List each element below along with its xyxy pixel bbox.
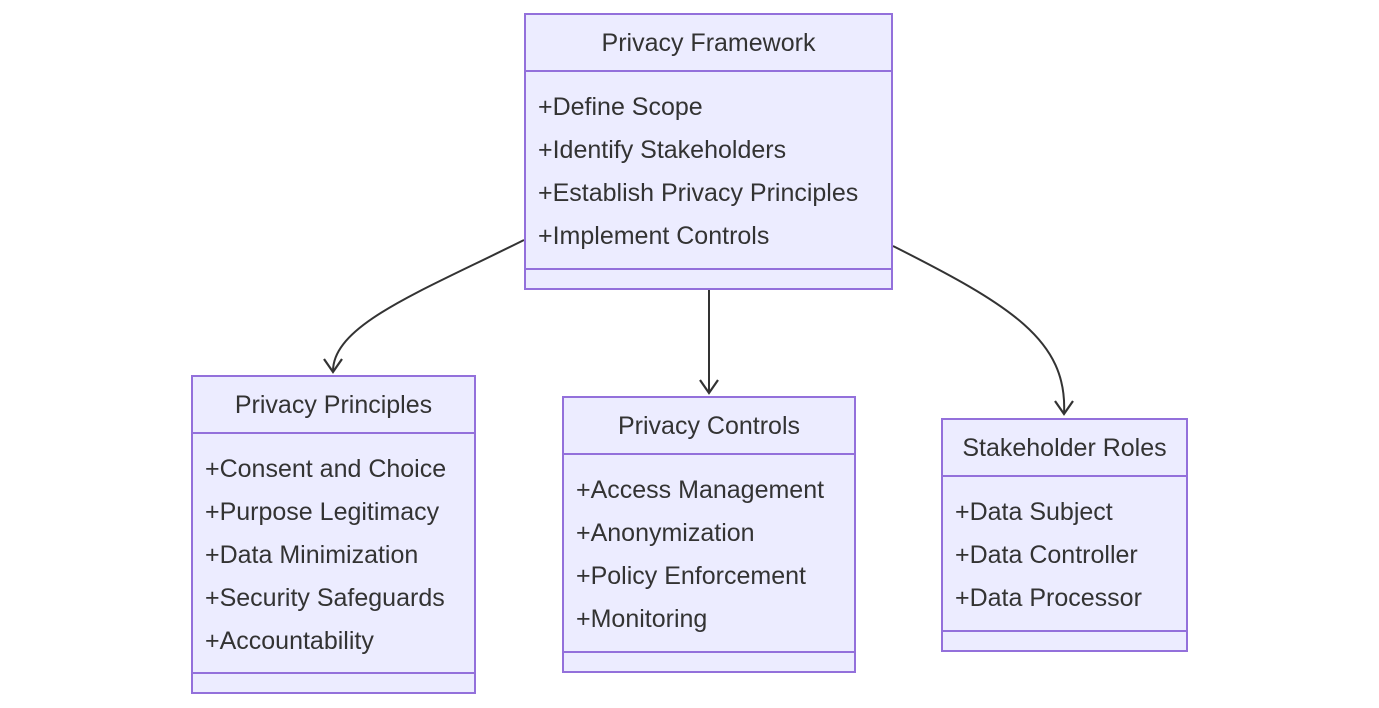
member-item: +Accountability	[205, 627, 374, 655]
class-title: Privacy Framework	[526, 15, 891, 72]
member-item: +Anonymization	[576, 519, 755, 547]
class-members: +Data Subject +Data Controller +Data Pro…	[943, 477, 1186, 620]
member-item: +Data Subject	[955, 498, 1113, 526]
class-methods-section	[526, 268, 891, 288]
member-item: +Purpose Legitimacy	[205, 498, 440, 526]
class-members: +Consent and Choice +Purpose Legitimacy …	[193, 434, 474, 663]
edge-framework-to-roles	[892, 245, 1066, 415]
class-node-stakeholder-roles[interactable]: Stakeholder Roles +Data Subject +Data Co…	[941, 418, 1188, 652]
class-node-privacy-controls[interactable]: Privacy Controls +Access Management +Ano…	[562, 396, 856, 673]
member-item: +Monitoring	[576, 605, 708, 633]
member-item: +Consent and Choice	[205, 455, 447, 483]
class-members: +Access Management +Anonymization +Polic…	[564, 455, 854, 641]
class-node-privacy-framework[interactable]: Privacy Framework +Define Scope +Identif…	[524, 13, 893, 290]
class-methods-section	[564, 651, 854, 671]
class-title: Privacy Controls	[564, 398, 854, 455]
member-item: +Security Safeguards	[205, 584, 445, 612]
member-item: +Data Minimization	[205, 541, 419, 569]
arrowhead-principles	[323, 358, 343, 374]
class-node-privacy-principles[interactable]: Privacy Principles +Consent and Choice +…	[191, 375, 476, 694]
member-item: +Identify Stakeholders	[538, 136, 787, 164]
class-methods-section	[943, 630, 1186, 650]
member-item: +Data Processor	[955, 584, 1142, 612]
class-title: Stakeholder Roles	[943, 420, 1186, 477]
edge-framework-to-principles	[331, 239, 525, 373]
member-item: +Data Controller	[955, 541, 1138, 569]
member-item: +Define Scope	[538, 93, 703, 121]
member-item: +Access Management	[576, 476, 825, 504]
class-methods-section	[193, 672, 474, 692]
member-item: +Establish Privacy Principles	[538, 179, 859, 207]
arrowhead-controls	[699, 379, 719, 395]
class-members: +Define Scope +Identify Stakeholders +Es…	[526, 72, 891, 258]
arrowhead-roles	[1054, 400, 1074, 416]
member-item: +Policy Enforcement	[576, 562, 806, 590]
class-title: Privacy Principles	[193, 377, 474, 434]
member-item: +Implement Controls	[538, 222, 770, 250]
